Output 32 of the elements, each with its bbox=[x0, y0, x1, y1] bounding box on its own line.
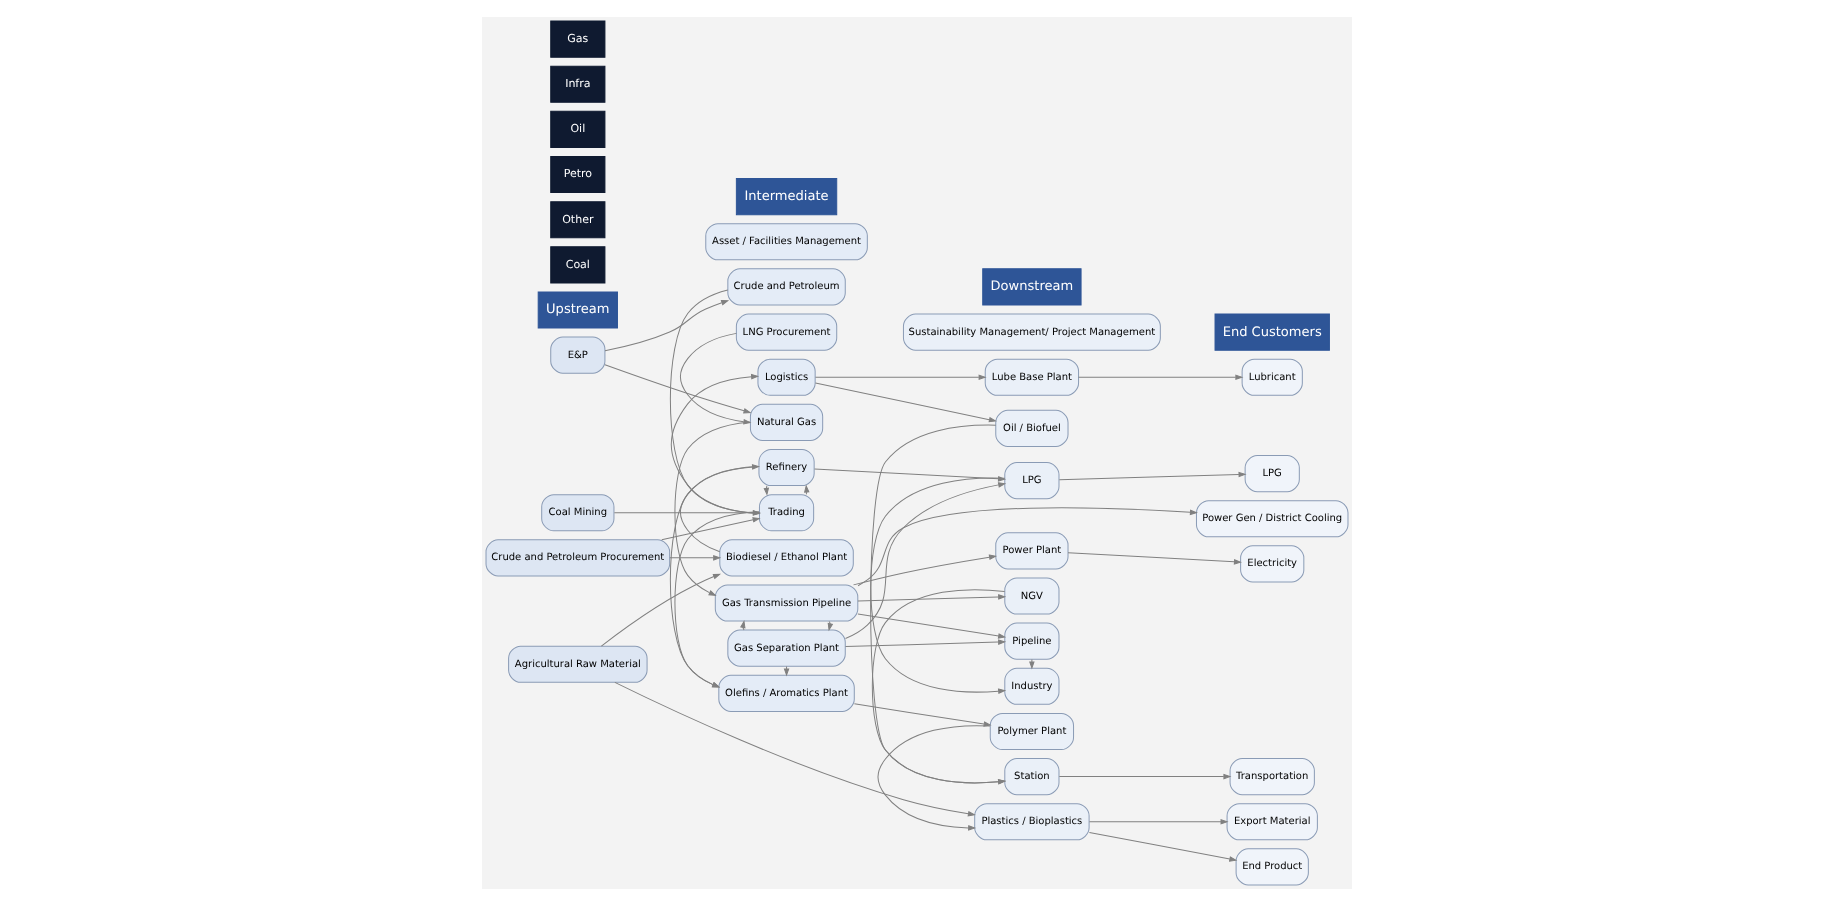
arrow bbox=[1078, 374, 1243, 380]
arrow bbox=[670, 374, 760, 514]
arrow bbox=[669, 289, 760, 516]
arrow bbox=[853, 703, 991, 727]
arrow bbox=[763, 485, 769, 495]
arrow bbox=[871, 589, 1006, 785]
arrow bbox=[604, 300, 729, 352]
arrow bbox=[614, 681, 975, 817]
arrow bbox=[853, 554, 997, 586]
arrow bbox=[857, 594, 1006, 602]
arrow bbox=[669, 555, 721, 561]
arrow bbox=[877, 725, 991, 831]
arrow bbox=[661, 517, 760, 541]
arrow bbox=[857, 507, 1197, 587]
arrow bbox=[674, 511, 760, 688]
arrow bbox=[1088, 819, 1228, 825]
arrow bbox=[613, 510, 760, 516]
arrow bbox=[845, 639, 1006, 647]
arrow bbox=[1067, 552, 1241, 565]
arrow bbox=[1088, 831, 1237, 862]
arrow bbox=[740, 620, 746, 631]
arrow bbox=[604, 364, 751, 414]
arrow bbox=[679, 464, 760, 553]
arrow bbox=[1058, 471, 1246, 481]
arrow bbox=[814, 374, 986, 380]
arrow bbox=[814, 382, 996, 423]
arrow bbox=[600, 573, 721, 647]
arrow bbox=[1029, 659, 1035, 669]
arrow bbox=[857, 613, 1006, 639]
arrow bbox=[1058, 774, 1231, 780]
arrow bbox=[845, 482, 1006, 639]
arrow bbox=[669, 466, 760, 688]
